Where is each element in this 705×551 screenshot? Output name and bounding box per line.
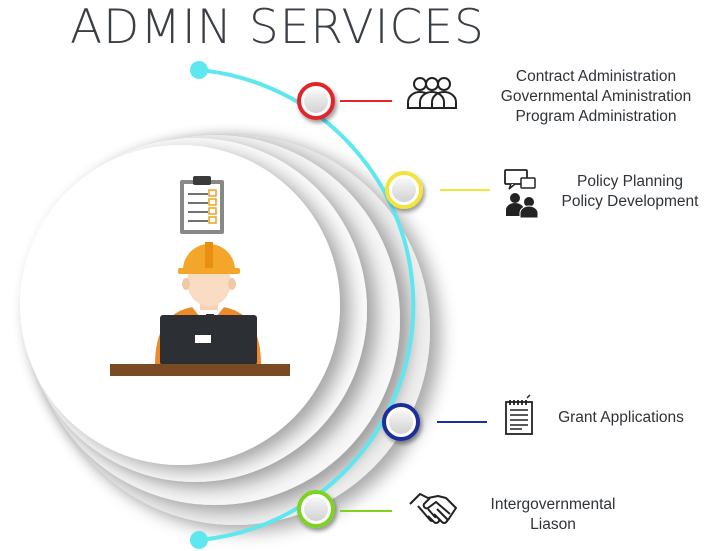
service-label-contract: Contract Administration Governmental Ami… xyxy=(486,67,705,127)
service-line: Contract Administration xyxy=(515,68,677,85)
service-label-policy: Policy Planning Policy Development xyxy=(550,172,705,212)
service-line: Liason xyxy=(530,516,576,533)
service-node xyxy=(385,171,423,209)
handshake-icon xyxy=(409,493,457,524)
arc-start-dot xyxy=(190,61,208,79)
people-group-icon xyxy=(407,77,457,109)
service-line: Governmental Aministration xyxy=(500,88,692,105)
service-node xyxy=(382,403,420,441)
service-node xyxy=(297,82,335,120)
service-label-intergovernmental: Intergovernmental Liason xyxy=(478,495,628,535)
document-icon xyxy=(505,394,533,435)
service-line: Program Administration xyxy=(515,108,677,125)
service-line: Intergovernmental xyxy=(490,496,616,513)
discussion-icon xyxy=(504,169,539,219)
service-node xyxy=(297,490,335,528)
service-line: Policy Development xyxy=(561,193,699,210)
service-line: Grant Applications xyxy=(558,409,684,426)
service-line: Policy Planning xyxy=(577,173,683,190)
worker-illustration xyxy=(110,242,290,376)
service-label-grant: Grant Applications xyxy=(548,408,694,428)
page-title: ADMIN SERVICES xyxy=(70,0,485,55)
clipboard-icon xyxy=(180,176,224,234)
arc-end-dot xyxy=(190,531,208,549)
